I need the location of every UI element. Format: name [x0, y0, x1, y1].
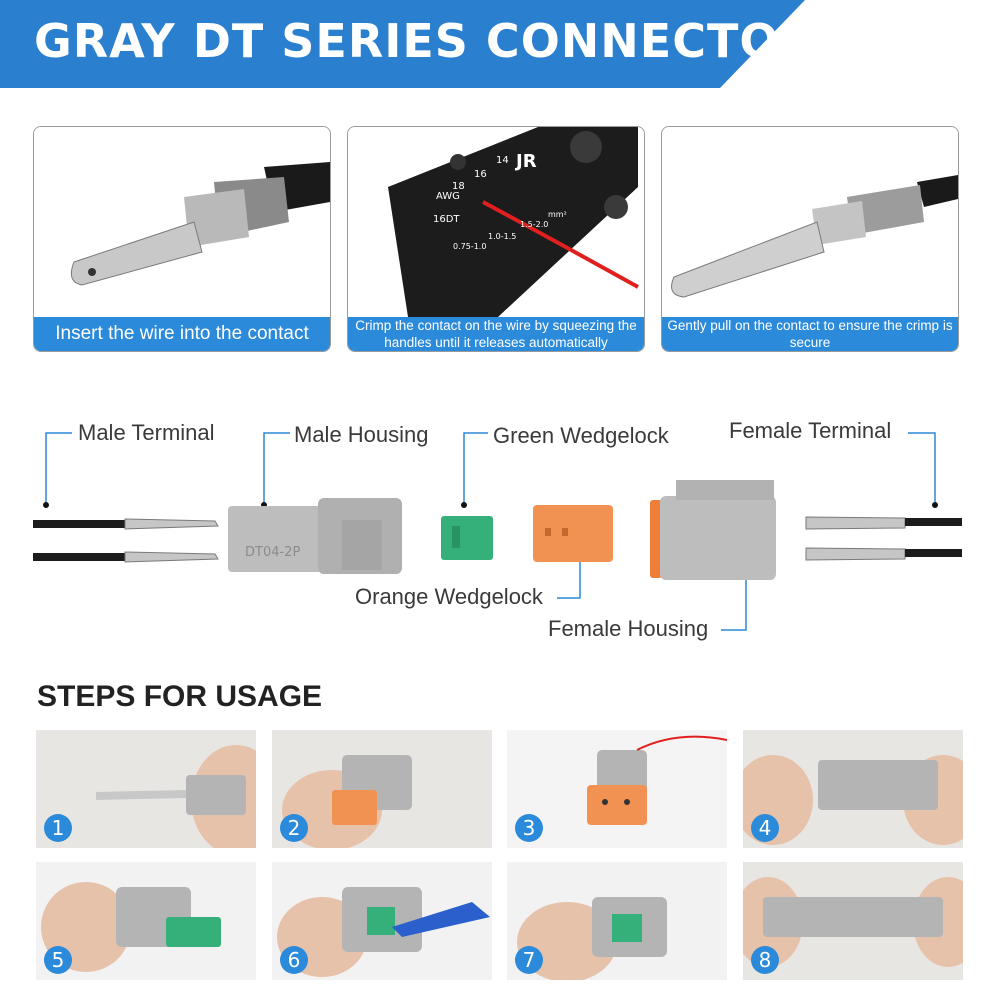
- card-caption: Insert the wire into the contact: [34, 317, 330, 351]
- step-image-1: 1: [36, 730, 256, 848]
- step-image-4: 4: [743, 730, 963, 848]
- step-number: 2: [280, 814, 308, 842]
- tool-brand: JR: [514, 151, 537, 172]
- card-caption: Crimp the contact on the wire by squeezi…: [348, 317, 644, 351]
- step-number: 3: [515, 814, 543, 842]
- parts-diagram: DT04-2P: [33, 432, 962, 631]
- step-number: 1: [44, 814, 72, 842]
- step-number: 5: [44, 946, 72, 974]
- step-image-5: 5: [36, 862, 256, 980]
- step-number: 7: [515, 946, 543, 974]
- step-image-8: 8: [743, 862, 963, 980]
- label-green-wedgelock: Green Wedgelock: [493, 423, 669, 448]
- tool-s3: 1.5-2.0: [520, 220, 548, 229]
- crimped-contact-image: [662, 127, 958, 317]
- male-terminal-image: [33, 518, 219, 563]
- female-housing-image: [650, 480, 776, 580]
- green-wedgelock-image: [441, 516, 493, 560]
- tool-model: 16DT: [433, 214, 460, 225]
- step-number: 4: [751, 814, 779, 842]
- label-female-terminal: Female Terminal: [729, 418, 892, 443]
- label-orange-wedgelock: Orange Wedgelock: [355, 584, 543, 609]
- step-image-3: 3: [507, 730, 727, 848]
- tool-g18: 18: [452, 181, 465, 192]
- tool-s1: 0.75-1.0: [453, 242, 486, 251]
- male-housing-image: DT04-2P: [228, 498, 402, 574]
- tool-unit: mm²: [548, 210, 567, 219]
- female-terminal-image: [805, 516, 962, 561]
- card-pull-test: Gently pull on the contact to ensure the…: [661, 126, 959, 352]
- housing-marking: DT04-2P: [245, 545, 300, 560]
- card-caption: Gently pull on the contact to ensure the…: [662, 317, 958, 351]
- step-number: 8: [751, 946, 779, 974]
- crimp-tool-image: JR AWG 18 16 14 16DT 0.75-1.0 1.0-1.5 1.…: [348, 127, 644, 317]
- card-crimp-tool: JR AWG 18 16 14 16DT 0.75-1.0 1.0-1.5 1.…: [347, 126, 645, 352]
- label-male-housing: Male Housing: [294, 422, 429, 447]
- step-image-7: 7: [507, 862, 727, 980]
- label-male-terminal: Male Terminal: [78, 420, 215, 445]
- step-image-2: 2: [272, 730, 492, 848]
- steps-title: STEPS FOR USAGE: [37, 680, 323, 713]
- label-female-housing: Female Housing: [548, 616, 709, 641]
- page-title: GRAY DT SERIES CONNECTOR: [34, 14, 816, 68]
- step-image-6: 6: [272, 862, 492, 980]
- tool-awg: AWG: [436, 191, 460, 202]
- card-insert-wire: Insert the wire into the contact: [33, 126, 331, 352]
- header-banner: [0, 0, 805, 88]
- orange-wedgelock-image: [533, 505, 613, 562]
- tool-g14: 14: [496, 155, 509, 166]
- tool-g16: 16: [474, 169, 487, 180]
- step-number: 6: [280, 946, 308, 974]
- contact-insert-image: [34, 127, 330, 317]
- tool-s2: 1.0-1.5: [488, 232, 516, 241]
